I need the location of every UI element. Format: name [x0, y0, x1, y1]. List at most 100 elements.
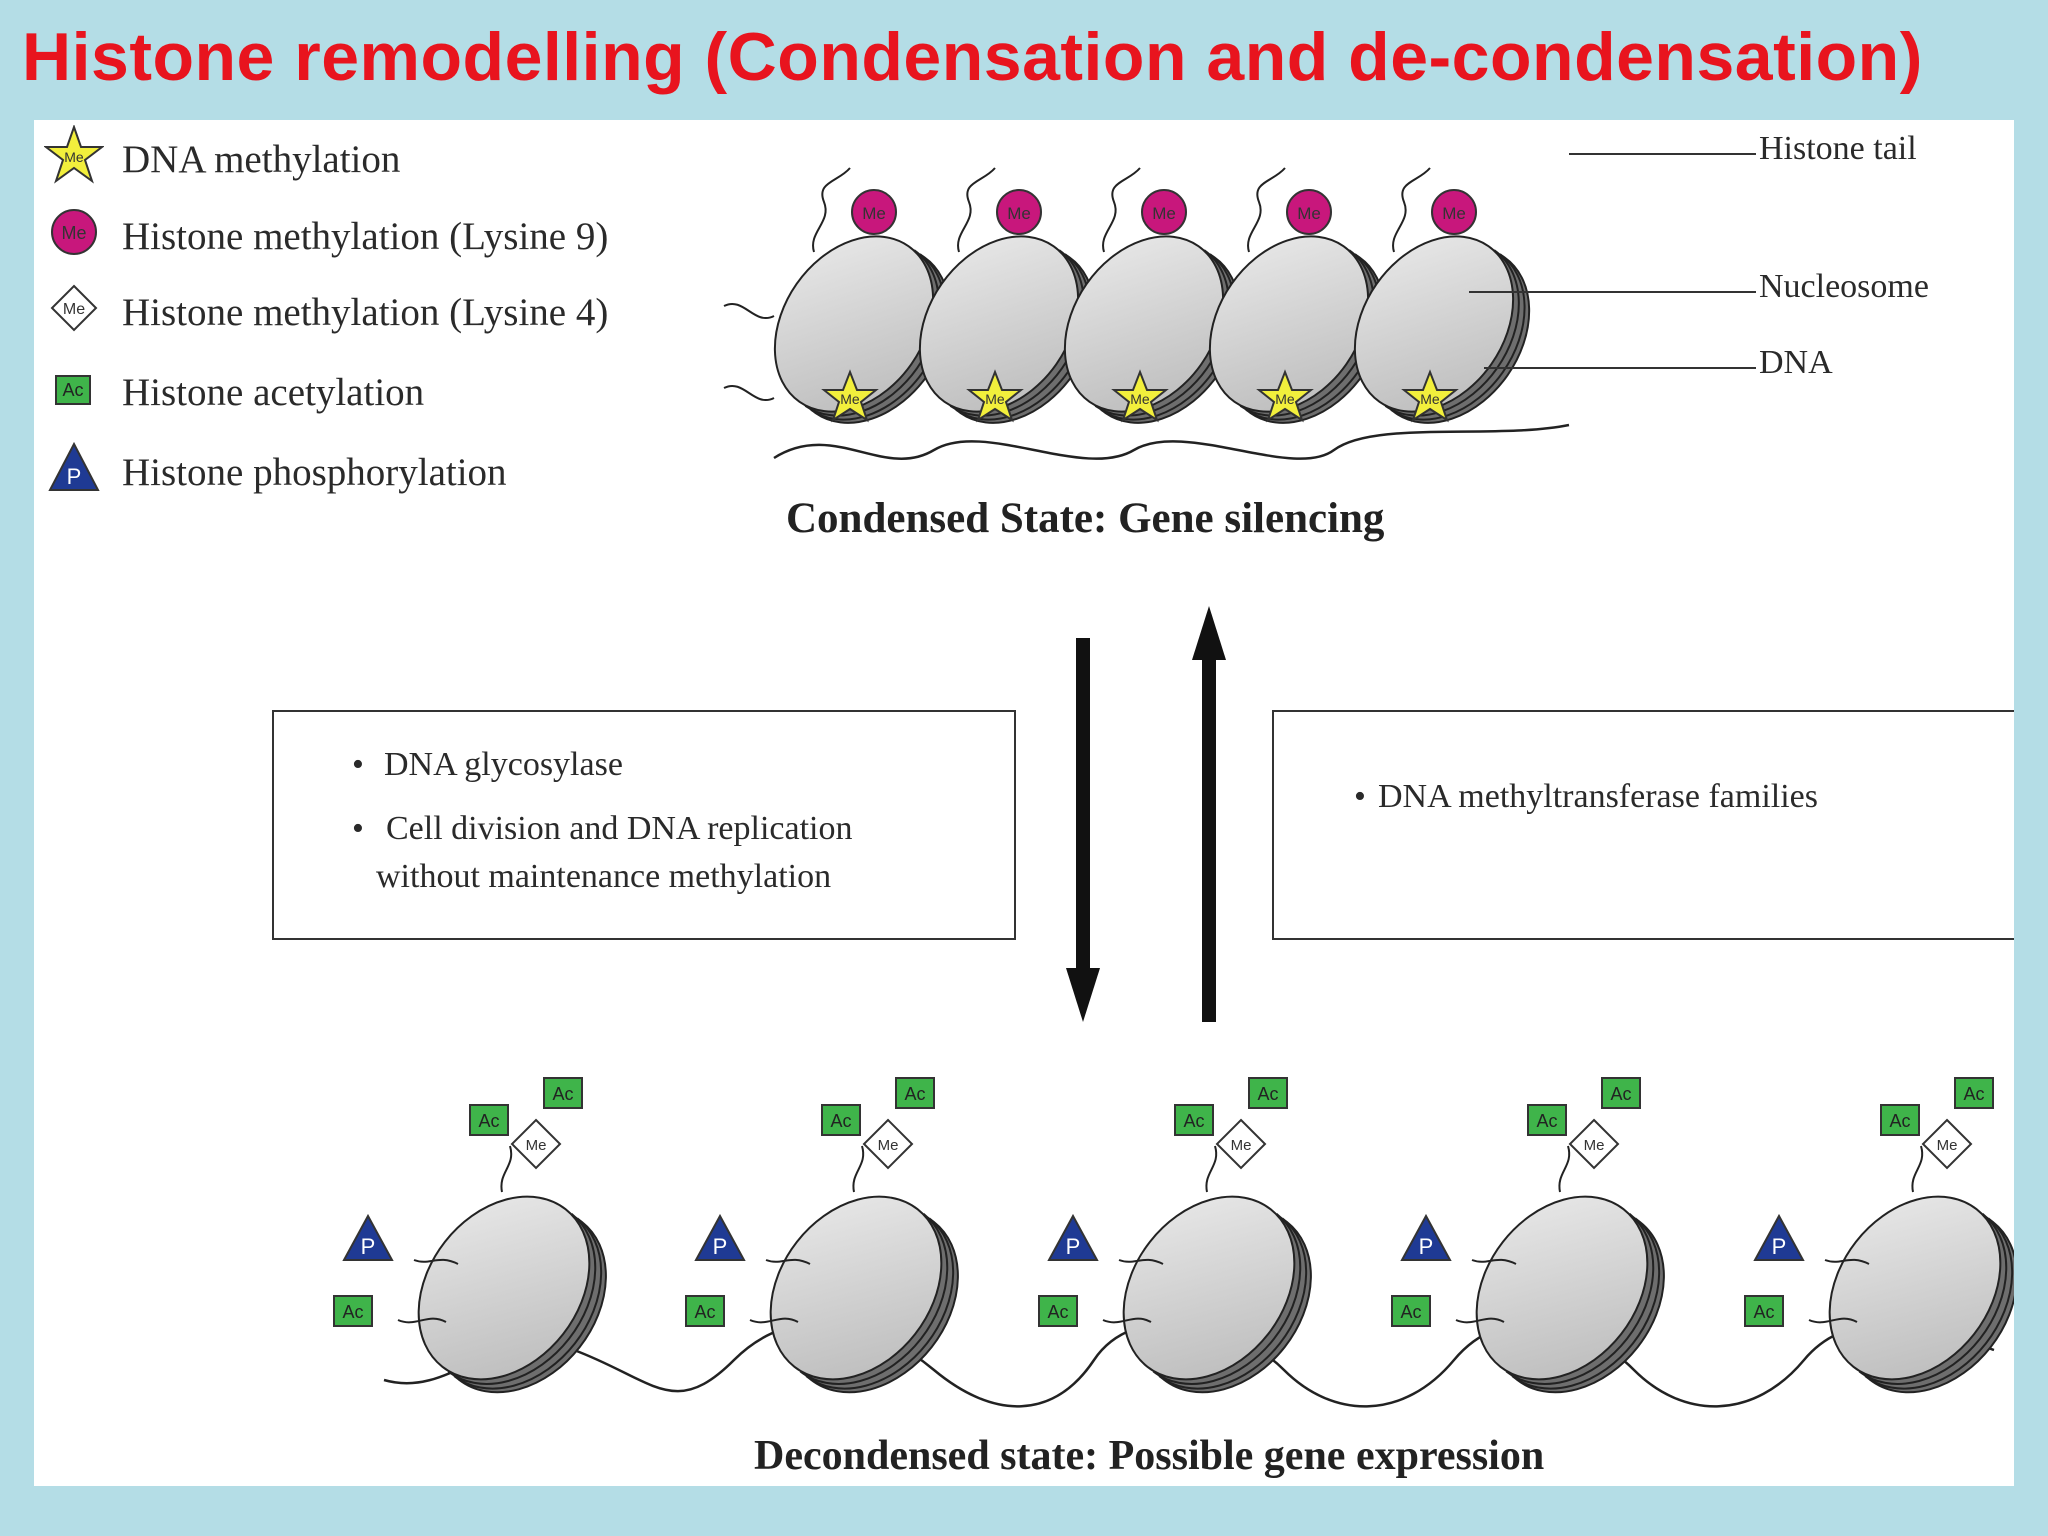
dna-strand [773, 423, 1570, 460]
histone-tail [1247, 167, 1286, 253]
dna-wrap [805, 1217, 955, 1390]
bullet-marker: • [1354, 778, 1366, 815]
mark-label: Ac [1400, 1302, 1421, 1322]
histone-acetylation-mark [1601, 1077, 1641, 1109]
mark-label: Me [63, 301, 85, 318]
histone-tail [1824, 1258, 1870, 1265]
histone-acetylation-mark [1744, 1295, 1784, 1327]
mark-label: Ac [478, 1111, 499, 1131]
histone-tail [1102, 167, 1141, 253]
nucleosome [1063, 235, 1241, 424]
histone-acetylation-mark [333, 1295, 373, 1327]
legend-label: DNA methylation [122, 138, 401, 181]
histone-acetylation-mark [1174, 1104, 1214, 1136]
histone-methylation-k9-mark [1431, 189, 1477, 235]
mark-label: Me [61, 223, 86, 243]
dna-methylation-mark [966, 369, 1024, 423]
legend-label: Histone methylation (Lysine 9) [122, 215, 609, 258]
cell-division-text: Cell division and DNA replication [386, 810, 853, 847]
mark-label: P [67, 464, 82, 489]
mark-label: Me [985, 391, 1005, 407]
nucleosome-face [417, 1195, 591, 1381]
histone-tail [1471, 1258, 1517, 1265]
nucleosome-face [773, 235, 935, 413]
histone-tail [1911, 1145, 1924, 1193]
histone-tail [1392, 167, 1431, 253]
mark-label: Ac [1257, 1084, 1278, 1104]
mark-label: Me [1231, 1137, 1252, 1154]
histone-tail [1102, 1317, 1152, 1324]
histone-tail [1205, 1145, 1218, 1193]
mark-label: Ac [552, 1084, 573, 1104]
mark-label: Ac [62, 380, 83, 400]
histone-tail [749, 1317, 799, 1324]
mark-label: Me [878, 1137, 899, 1154]
legend-item-histone-phosphorylation: P Histone phosphorylation [44, 438, 684, 498]
histone-acetylation-mark [1038, 1295, 1078, 1327]
nucleosome-face [1208, 235, 1370, 413]
mark-label: Ac [1183, 1111, 1204, 1131]
demethylation-box: • DNA glycosylase • Cell division and DN… [272, 710, 1016, 940]
mark-label: P [361, 1234, 376, 1259]
mark-label: Ac [694, 1302, 715, 1322]
legend-label: Histone phosphorylation [122, 451, 507, 494]
nucleosome-face [1063, 235, 1225, 413]
dna-wrap [1152, 1213, 1302, 1385]
mark-label: Me [1007, 204, 1031, 223]
dna-wrap [453, 1217, 603, 1390]
diagram-panel: Me DNA methylation Me Histone methylatio… [34, 120, 2014, 1486]
dna-wrap [1858, 1213, 2008, 1385]
histone-tail [1808, 1317, 1858, 1324]
histone-tail [500, 1145, 513, 1193]
mark-label: P [1772, 1234, 1787, 1259]
nucleosome-face [918, 235, 1080, 413]
mark-label: Me [862, 204, 886, 223]
condensed-state-caption: Condensed State: Gene silencing [786, 495, 1385, 542]
dna-wrap [1511, 1217, 1661, 1390]
dna-wrap [1158, 1217, 1308, 1390]
legend-item-histone-methylation-k4: Me Histone methylation (Lysine 4) [44, 278, 684, 338]
mark-label: Me [1442, 204, 1466, 223]
histone-acetylation-mark [1391, 1295, 1431, 1327]
nucleosome-face [1828, 1195, 2002, 1381]
histone-methylation-k4-mark [510, 1118, 562, 1170]
mark-label: Ac [1047, 1302, 1068, 1322]
mark-label: P [713, 1234, 728, 1259]
slide-title: Histone remodelling (Condensation and de… [22, 19, 1923, 95]
histone-methylation-k9-mark [1286, 189, 1332, 235]
nucleosome [1828, 1195, 2014, 1394]
histone-acetylation-mark [1527, 1104, 1567, 1136]
square-ac-icon: Ac [55, 375, 91, 405]
dna-wrap [1505, 1213, 1655, 1385]
histone-methylation-k9-mark [1141, 189, 1187, 235]
circle-me-icon: Me [51, 209, 97, 255]
dna-methylation-mark [1256, 369, 1314, 423]
condensation-arrow-down [1066, 638, 1100, 1022]
nucleosome-face [769, 1195, 943, 1381]
mark-label: Ac [1889, 1111, 1910, 1131]
mark-label: Me [1152, 204, 1176, 223]
histone-tail [812, 167, 851, 253]
dna-wrap [1390, 253, 1526, 421]
dna-wrap [1864, 1217, 2014, 1390]
nucleosome [417, 1195, 607, 1394]
histone-acetylation-mark [543, 1077, 583, 1109]
histone-tail [397, 1317, 447, 1324]
mark-label: Ac [904, 1084, 925, 1104]
nucleosome [769, 1195, 959, 1394]
nucleosome [773, 235, 951, 424]
dna-methylation-mark [1111, 369, 1169, 423]
nucleosome [1122, 1195, 1312, 1394]
legend-item-histone-methylation-k9: Me Histone methylation (Lysine 9) [44, 202, 684, 262]
methylation-box: • DNA methyltransferase families [1272, 710, 2014, 940]
histone-tail [723, 385, 775, 401]
histone-methylation-k4-mark [1568, 1118, 1620, 1170]
histone-tail-label: Histone tail [1759, 130, 1917, 167]
histone-methylation-k4-mark [1921, 1118, 1973, 1170]
histone-acetylation-mark [895, 1077, 935, 1109]
dna-methyltransferase-text: DNA methyltransferase families [1378, 778, 1818, 815]
decondensed-chromatin: AcAcMePAcAcAcMePAcAcAcMePAcAcAcMePAcAcAc… [333, 1077, 2014, 1408]
histone-methylation-k4-mark [1215, 1118, 1267, 1170]
